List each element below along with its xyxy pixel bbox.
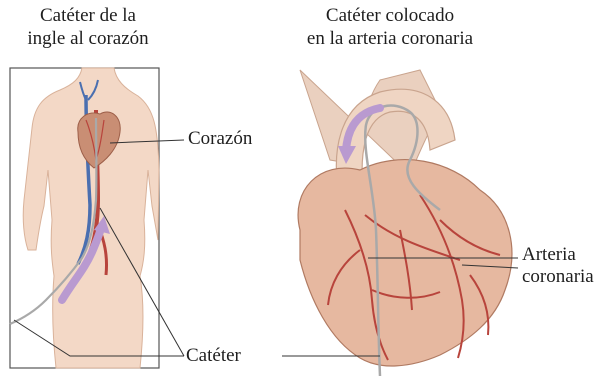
label-heart: Corazón — [188, 128, 252, 150]
heart-body — [298, 160, 512, 366]
label-catheter: Catéter — [186, 345, 241, 367]
label-coronary-artery: Arteria coronaria — [522, 244, 594, 288]
right-panel — [298, 70, 512, 376]
left-panel — [10, 68, 159, 368]
label-artery-line-1: Arteria — [522, 244, 594, 266]
label-artery-line-2: coronaria — [522, 266, 594, 288]
